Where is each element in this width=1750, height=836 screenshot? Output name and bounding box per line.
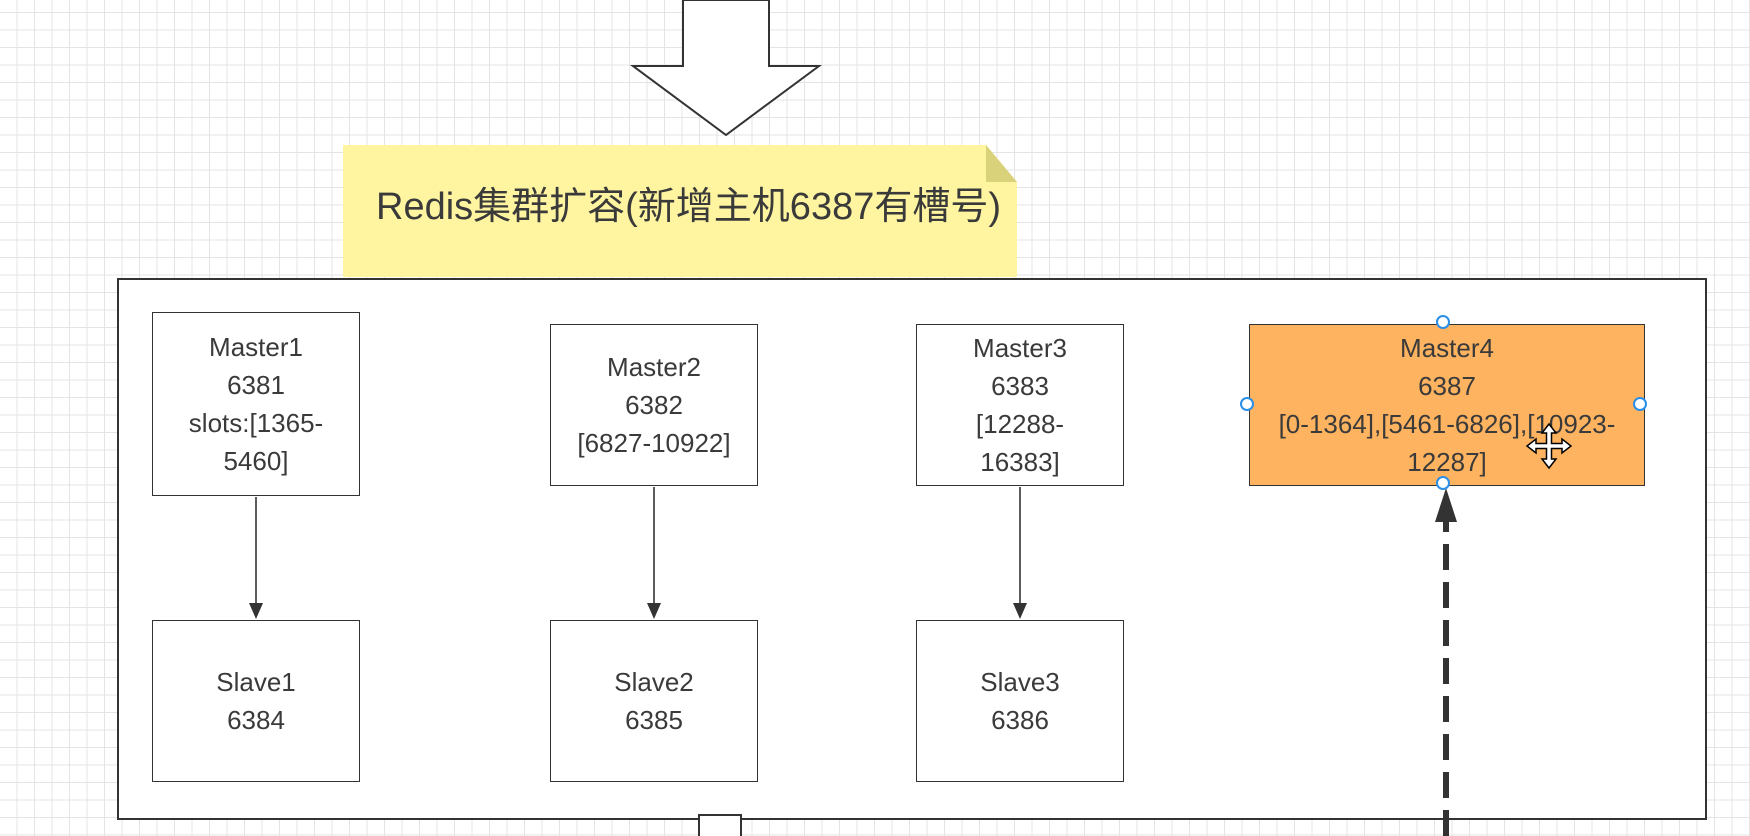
master2-node[interactable]: Master2 6382 [6827-10922] (550, 324, 758, 486)
slave2-name: Slave2 (614, 667, 694, 697)
arrowhead-master4 (1435, 488, 1457, 522)
slave1-port: 6384 (227, 705, 285, 735)
slave3-name: Slave3 (980, 667, 1060, 697)
diagram-title: Redis集群扩容(新增主机6387有槽号) (376, 186, 1001, 228)
master2-name: Master2 (607, 352, 701, 382)
master3-slots-a: [12288- (975, 409, 1065, 439)
master1-slots-a: slots:[1365- (188, 408, 324, 438)
title-note[interactable] (343, 145, 1017, 277)
master4-slots-a: [0-1364],[5461-6826],[10923- (1278, 409, 1616, 439)
slave1-name: Slave1 (216, 667, 296, 697)
arrowhead-slave1 (249, 603, 263, 619)
slave1-node[interactable]: Slave1 6384 (152, 620, 360, 782)
slave2-node[interactable]: Slave2 6385 (550, 620, 758, 782)
master3-name: Master3 (973, 333, 1067, 363)
bottom-connector-tab (698, 814, 742, 836)
slave3-node[interactable]: Slave3 6386 (916, 620, 1124, 782)
master1-slots-b: 5460] (223, 446, 289, 476)
master3-slots-b: 16383] (980, 447, 1060, 477)
master2-slots: [6827-10922] (577, 428, 731, 458)
slave3-port: 6386 (991, 705, 1049, 735)
arrowhead-slave2 (647, 603, 661, 619)
master4-slots-b: 12287] (1407, 447, 1487, 477)
master1-name: Master1 (209, 332, 303, 362)
master1-port: 6381 (227, 370, 285, 400)
master2-port: 6382 (625, 390, 683, 420)
master3-port: 6383 (991, 371, 1049, 401)
slave2-port: 6385 (625, 705, 683, 735)
master3-node[interactable]: Master3 6383 [12288- 16383] (916, 324, 1124, 486)
master4-port: 6387 (1418, 371, 1476, 401)
arrowhead-slave3 (1013, 603, 1027, 619)
resize-handle-top[interactable] (1436, 315, 1450, 329)
master1-node[interactable]: Master1 6381 slots:[1365- 5460] (152, 312, 360, 496)
resize-handle-bottom[interactable] (1436, 476, 1450, 490)
master4-node[interactable]: Master4 6387 [0-1364],[5461-6826],[10923… (1249, 324, 1645, 486)
resize-handle-left[interactable] (1240, 397, 1254, 411)
master4-name: Master4 (1400, 333, 1494, 363)
resize-handle-right[interactable] (1633, 397, 1647, 411)
